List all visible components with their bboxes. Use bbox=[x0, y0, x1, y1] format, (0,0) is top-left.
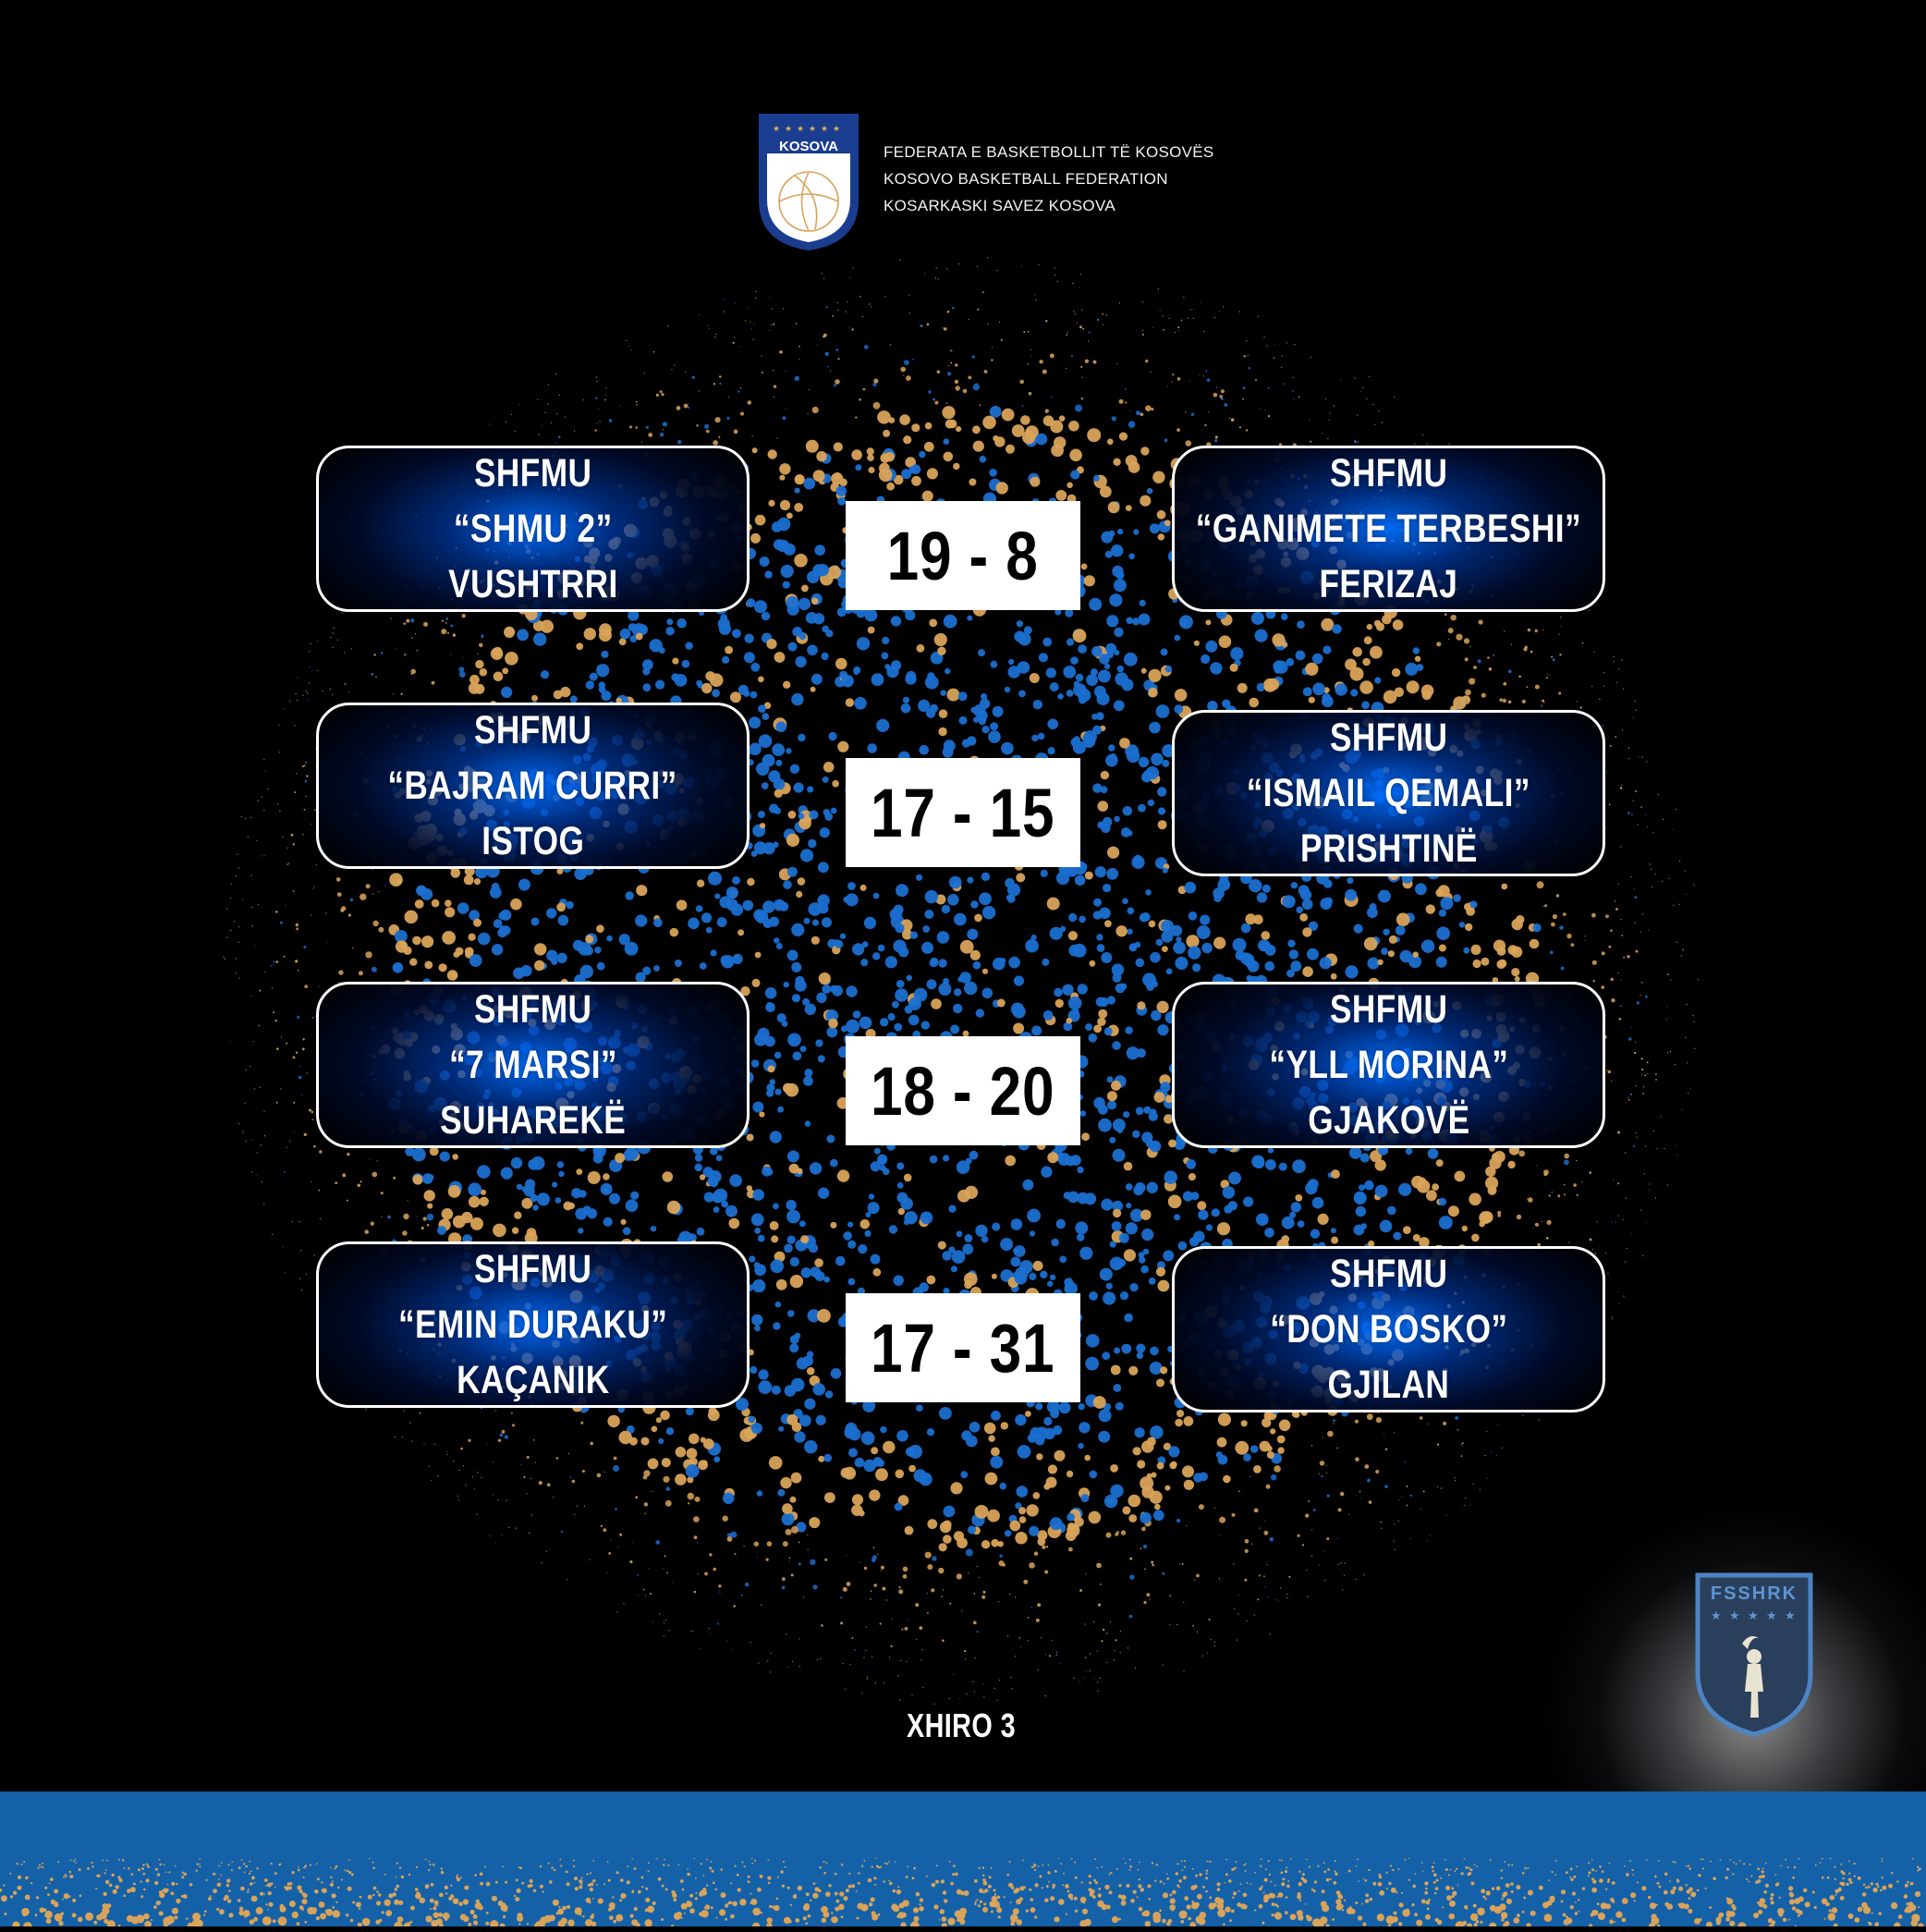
team-school-name: “7 MARSI” bbox=[448, 1043, 617, 1087]
match-score: 18 - 20 bbox=[871, 1052, 1055, 1130]
round-label: XHIRO 3 bbox=[906, 1706, 1017, 1744]
team-city: GJAKOVË bbox=[1307, 1098, 1470, 1143]
away-team-box: SHFMU “ISMAIL QEMALI” PRISHTINË bbox=[1172, 710, 1605, 876]
team-school-name: “BAJRAM CURRI” bbox=[387, 764, 678, 808]
team-city: SUHAREKË bbox=[439, 1098, 627, 1143]
badge-label: FSSHRK bbox=[1711, 1584, 1798, 1604]
team-school-type: SHFMU bbox=[473, 1247, 592, 1291]
score-box: 19 - 8 bbox=[846, 501, 1080, 610]
federation-logo-label: KOSOVA bbox=[779, 139, 838, 154]
score-box: 17 - 15 bbox=[846, 758, 1080, 867]
score-box: 17 - 31 bbox=[846, 1293, 1080, 1402]
team-school-name: “SHMU 2” bbox=[453, 507, 613, 551]
score-box: 18 - 20 bbox=[846, 1036, 1080, 1145]
away-team-box: SHFMU “YLL MORINA” GJAKOVË bbox=[1172, 982, 1605, 1148]
federation-header: ★★★ ★★★ KOSOVA FEDERATA E BASKETBOLLIT T… bbox=[758, 109, 1405, 257]
home-team-box: SHFMU “7 MARSI” SUHAREKË bbox=[316, 982, 750, 1148]
home-team-box: SHFMU “EMIN DURAKU” KAÇANIK bbox=[316, 1241, 750, 1408]
team-school-name: “DON BOSKO” bbox=[1269, 1307, 1508, 1351]
team-school-name: “ISMAIL QEMALI” bbox=[1246, 771, 1531, 815]
team-city: GJILAN bbox=[1327, 1363, 1450, 1407]
team-school-type: SHFMU bbox=[1329, 1252, 1448, 1296]
match-score: 17 - 31 bbox=[871, 1309, 1055, 1387]
team-school-type: SHFMU bbox=[1329, 715, 1448, 760]
federation-name-serbian: KOSARKASKI SAVEZ KOSOVA bbox=[884, 197, 1115, 214]
home-team-box: SHFMU “SHMU 2” VUSHTRRI bbox=[316, 446, 750, 612]
match-score: 17 - 15 bbox=[871, 774, 1055, 851]
team-school-type: SHFMU bbox=[473, 451, 592, 495]
team-school-name: “GANIMETE TERBESHI” bbox=[1195, 507, 1582, 551]
home-team-box: SHFMU “BAJRAM CURRI” ISTOG bbox=[316, 703, 750, 869]
team-school-type: SHFMU bbox=[1329, 451, 1448, 495]
federation-names: FEDERATA E BASKETBOLLIT TË KOSOVËS KOSOV… bbox=[884, 139, 1214, 219]
away-team-box: SHFMU “DON BOSKO” GJILAN bbox=[1172, 1246, 1605, 1412]
team-city: ISTOG bbox=[481, 819, 585, 863]
team-city: PRISHTINË bbox=[1299, 826, 1478, 871]
team-city: VUSHTRRI bbox=[447, 562, 618, 606]
team-school-name: “YLL MORINA” bbox=[1269, 1043, 1508, 1087]
team-city: KAÇANIK bbox=[456, 1358, 610, 1402]
federation-name-english: KOSOVO BASKETBALL FEDERATION bbox=[884, 170, 1168, 188]
team-school-type: SHFMU bbox=[1329, 987, 1448, 1032]
fsshrk-badge-logo: FSSHRK ★★★ ★★ bbox=[1695, 1572, 1813, 1737]
match-score: 19 - 8 bbox=[886, 517, 1039, 594]
away-team-box: SHFMU “GANIMETE TERBESHI” FERIZAJ bbox=[1172, 446, 1605, 612]
team-school-type: SHFMU bbox=[473, 708, 592, 752]
team-school-type: SHFMU bbox=[473, 987, 592, 1032]
bottom-halftone-dots bbox=[0, 1858, 1924, 1926]
team-city: FERIZAJ bbox=[1319, 562, 1458, 606]
federation-name-albanian: FEDERATA E BASKETBOLLIT TË KOSOVËS bbox=[884, 143, 1214, 161]
team-school-name: “EMIN DURAKU” bbox=[397, 1302, 668, 1347]
federation-logo: ★★★ ★★★ KOSOVA bbox=[759, 114, 859, 251]
